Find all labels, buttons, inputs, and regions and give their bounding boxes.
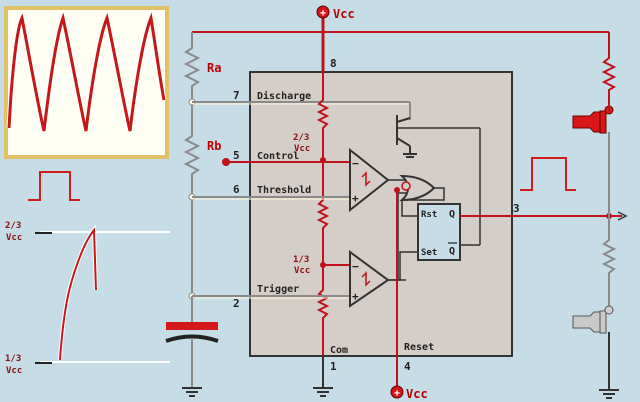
divider-upper-fraction: 2/3 <box>293 133 309 143</box>
waveform-upper-vcc: Vcc <box>6 233 22 243</box>
waveform-lower-fraction: 1/3 <box>5 354 21 364</box>
internal-divider-icon <box>316 72 330 356</box>
pin-7-number: 7 <box>233 89 240 102</box>
pin-6-number: 6 <box>233 183 240 196</box>
pin-1-label: Com <box>330 345 348 356</box>
flip-flop-box <box>417 203 461 261</box>
led-top-resistor-icon <box>601 52 617 104</box>
com-ground-icon <box>313 387 333 397</box>
pin-8-number: 8 <box>330 57 337 70</box>
flipflop-rst-label: Rst <box>421 210 437 220</box>
charge-waveform <box>35 224 170 364</box>
pin-6-label: Threshold <box>257 185 311 196</box>
flipflop-q-label: Q <box>449 209 455 220</box>
resistor-ra-label: Ra <box>207 61 221 75</box>
vcc-top-label: Vcc <box>333 7 355 21</box>
vcc-rail <box>191 12 610 72</box>
pin-1-number: 1 <box>330 360 337 373</box>
output-pulse-icon <box>520 157 576 191</box>
pin-5-label: Control <box>257 151 299 162</box>
threshold-comparator-icon <box>349 147 390 213</box>
trigger-comparator-icon <box>349 250 390 308</box>
vcc-top-terminal: + <box>316 5 330 19</box>
oscilloscope-display <box>4 6 169 159</box>
divider-upper-vcc: Vcc <box>294 144 310 154</box>
svg-text:+: + <box>394 388 400 399</box>
lower-comparator-plus: + <box>352 290 359 303</box>
pin-2-label: Trigger <box>257 283 299 295</box>
trigger-pulse-icon <box>28 171 80 201</box>
vcc-bottom-label: Vcc <box>406 387 428 401</box>
discharge-transistor-icon <box>396 115 481 246</box>
vcc-bottom-terminal: + <box>390 385 404 399</box>
resistor-rb-icon <box>183 102 201 296</box>
capacitor-ground-icon <box>182 387 202 397</box>
ic-555-body <box>249 71 513 357</box>
divider-lower-fraction: 1/3 <box>293 255 309 265</box>
pin-7-label: Discharge <box>257 90 311 102</box>
flipflop-set-label: Set <box>421 248 437 258</box>
led-off-icon <box>572 305 614 334</box>
waveform-upper-fraction: 2/3 <box>5 221 21 231</box>
resistor-rb-label: Rb <box>207 139 221 153</box>
right-ground-icon <box>599 389 619 399</box>
waveform-lower-vcc: Vcc <box>6 366 22 376</box>
svg-text:+: + <box>320 8 326 19</box>
lower-comparator-minus: − <box>352 260 359 273</box>
led-red-icon <box>572 105 614 134</box>
upper-comparator-plus: + <box>352 192 359 205</box>
resistor-ra-icon <box>183 40 201 102</box>
or-gate-icon <box>399 174 436 202</box>
divider-lower-vcc: Vcc <box>294 266 310 276</box>
pin-4-label: Reset <box>404 342 434 353</box>
pin-3-number: 3 <box>513 202 520 215</box>
pin-2-number: 2 <box>233 297 240 310</box>
pin-5-number: 5 <box>233 149 240 162</box>
led-bottom-resistor-icon <box>601 216 617 308</box>
capacitor-icon <box>165 322 219 343</box>
upper-comparator-minus: − <box>352 157 359 170</box>
pin-4-number: 4 <box>404 360 411 373</box>
flipflop-qbar-label: Q <box>449 246 455 257</box>
